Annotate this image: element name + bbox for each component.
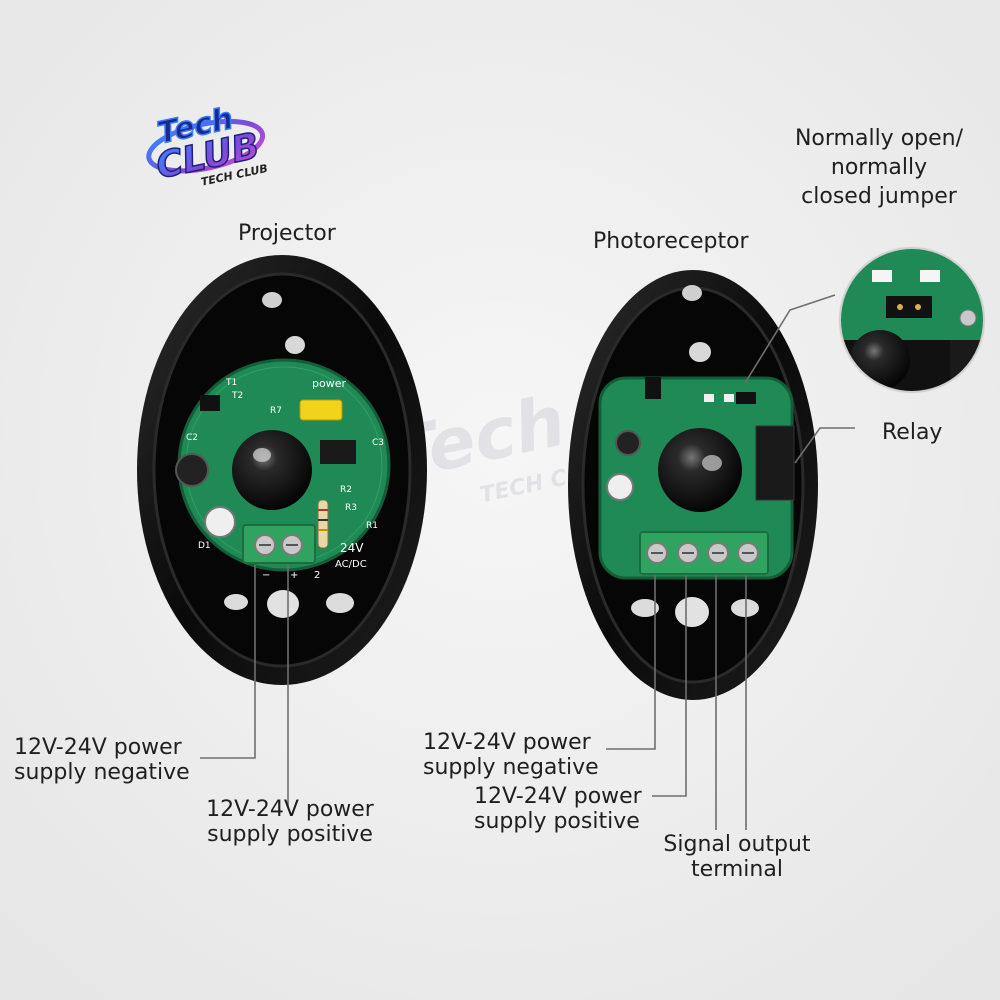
- photoreceptor-mount-hole-top: [682, 285, 702, 301]
- photoreceptor-capacitor-left: [615, 430, 641, 456]
- zoom-led-1: [872, 270, 892, 282]
- photoreceptor-jumper: [736, 392, 756, 404]
- photoreceptor-mount-hole: [689, 342, 711, 362]
- logo-ring: [146, 118, 266, 174]
- leader-receptor-negative: [606, 575, 656, 750]
- photoreceptor-cable-hole-center: [675, 597, 709, 627]
- pcb-label-c2: C2: [186, 433, 198, 443]
- leader-projector-negative: [200, 565, 256, 759]
- projector-mount-hole: [285, 336, 305, 354]
- pcb-label-term-neg: −: [262, 570, 270, 581]
- photoreceptor-cable-hole-left: [631, 599, 659, 617]
- projector-lens: [232, 430, 312, 510]
- projector-terminal-block: [242, 524, 316, 564]
- leader-lines: [200, 294, 855, 830]
- projector-cable-hole-left: [224, 594, 248, 610]
- label-receptor-negative: 12V-24V power supply negative: [423, 730, 599, 780]
- projector-ic-chip: [320, 440, 356, 464]
- projector-capacitor-white: [204, 506, 236, 538]
- pcb-label-r1: R1: [366, 521, 378, 531]
- zoom-led-2: [920, 270, 940, 282]
- label-projector: Projector: [238, 221, 336, 246]
- photoreceptor-unit: [568, 270, 818, 700]
- zoom-jumper-block: [886, 296, 932, 318]
- projector-capacitor-left: [175, 453, 209, 487]
- jumper-zoom-inset: [838, 246, 986, 394]
- projector-cable-hole-center: [267, 590, 299, 618]
- leader-relay: [794, 427, 855, 464]
- pcb-label-d1: D1: [198, 541, 211, 551]
- pcb-label-term-pos: +: [290, 570, 298, 581]
- photoreceptor-terminal-block: [639, 531, 769, 575]
- pcb-label-t1: T1: [225, 378, 237, 388]
- photoreceptor-cable-hole-right: [731, 599, 759, 617]
- label-signal-output: Signal output terminal: [663, 832, 811, 882]
- label-photoreceptor: Photoreceptor: [593, 229, 749, 254]
- label-receptor-positive: 12V-24V power supply positive: [474, 784, 642, 834]
- pcb-label-c3: C3: [372, 438, 384, 448]
- projector-cable-hole-right: [326, 593, 354, 613]
- pcb-label-acdc: AC/DC: [335, 559, 367, 570]
- pcb-label-r2: R2: [340, 485, 352, 495]
- leader-receptor-positive: [652, 575, 687, 797]
- pcb-label-r7: R7: [270, 406, 282, 416]
- projector-unit: power T1 T2 R7 C2 C3 R2 R3 R1 D1 24V AC/…: [137, 255, 427, 685]
- photoreceptor-lens: [658, 428, 742, 512]
- photoreceptor-relay: [755, 425, 795, 501]
- pcb-label-power: power: [312, 377, 346, 390]
- leader-jumper: [744, 294, 836, 384]
- pcb-label-voltage: 24V: [340, 541, 364, 555]
- photoreceptor-transistor: [645, 377, 661, 399]
- projector-resistor: [317, 499, 329, 549]
- pcb-label-term-num: 2: [314, 570, 320, 581]
- photoreceptor-capacitor-white: [606, 473, 634, 501]
- label-projector-positive: 12V-24V power supply positive: [206, 797, 374, 847]
- label-projector-negative: 12V-24V power supply negative: [14, 735, 190, 785]
- projector-capacitor-yellow: [299, 399, 343, 421]
- projector-transistor: [200, 395, 220, 411]
- pcb-label-t2: T2: [231, 391, 243, 401]
- label-relay: Relay: [882, 420, 943, 445]
- label-jumper: Normally open/ normally closed jumper: [794, 126, 964, 209]
- pcb-label-r3: R3: [345, 503, 357, 513]
- projector-mount-hole-top: [262, 292, 282, 308]
